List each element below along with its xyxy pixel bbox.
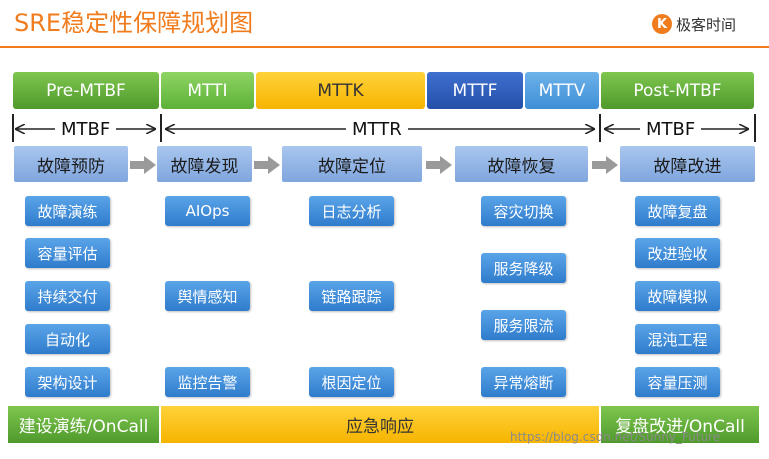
- header-pre-mtbf: Pre-MTBF: [13, 72, 159, 109]
- span-divider: [599, 114, 601, 142]
- phase-arrow-icon: [130, 156, 156, 174]
- phase-prevent: 故障预防: [14, 146, 128, 182]
- span-divider: [160, 114, 162, 142]
- item-prevent-architecture: 架构设计: [25, 367, 110, 397]
- span-divider: [754, 114, 756, 142]
- span-label-mtbf-pre: MTBF: [55, 117, 117, 143]
- logo-mark-icon: K: [652, 14, 672, 34]
- item-improve-acceptance: 改进验收: [635, 238, 720, 268]
- header-mttf: MTTF: [427, 72, 523, 109]
- span-divider: [12, 114, 14, 142]
- phase-discover: 故障发现: [157, 146, 252, 182]
- footer-review-oncall: 复盘改进/OnCall: [601, 406, 759, 443]
- footer-emergency: 应急响应: [161, 406, 599, 443]
- item-locate-rootcause: 根因定位: [309, 367, 394, 397]
- item-prevent-drill: 故障演练: [25, 196, 110, 226]
- phase-arrow-icon: [254, 156, 280, 174]
- item-improve-chaos: 混沌工程: [635, 324, 720, 354]
- item-improve-postmortem: 故障复盘: [635, 196, 720, 226]
- title-divider: [0, 46, 769, 48]
- phase-locate: 故障定位: [282, 146, 422, 182]
- phase-arrow-icon: [592, 156, 618, 174]
- item-locate-trace: 链路跟踪: [309, 281, 394, 311]
- phase-arrow-icon: [426, 156, 452, 174]
- header-mtti: MTTI: [161, 72, 254, 109]
- header-post-mtbf: Post-MTBF: [601, 72, 754, 109]
- item-prevent-delivery: 持续交付: [25, 281, 110, 311]
- item-improve-simulation: 故障模拟: [635, 281, 720, 311]
- footer-build-oncall: 建设演练/OnCall: [8, 406, 159, 443]
- span-labels: MTBF MTTR MTBF: [0, 117, 769, 143]
- item-recover-failover: 容灾切换: [481, 196, 566, 226]
- item-discover-sentiment: 舆情感知: [165, 281, 250, 311]
- phase-improve: 故障改进: [620, 146, 755, 182]
- item-improve-stress: 容量压测: [635, 367, 720, 397]
- span-label-mtbf-post: MTBF: [640, 117, 702, 143]
- watermark: https://blog.csdn.net/Sunny_Future: [510, 430, 721, 444]
- item-discover-aiops: AIOps: [165, 196, 250, 226]
- item-prevent-capacity: 容量评估: [25, 238, 110, 268]
- page-title: SRE稳定性保障规划图: [14, 9, 254, 37]
- item-discover-alerting: 监控告警: [165, 367, 250, 397]
- item-recover-ratelimit: 服务限流: [481, 310, 566, 340]
- brand-logo: K 极客时间: [652, 12, 736, 36]
- item-locate-logs: 日志分析: [309, 196, 394, 226]
- header-mttv: MTTV: [525, 72, 599, 109]
- span-label-mttr: MTTR: [346, 117, 408, 143]
- header-mttk: MTTK: [256, 72, 425, 109]
- item-recover-circuit: 异常熔断: [481, 367, 566, 397]
- logo-text: 极客时间: [676, 15, 737, 34]
- phase-recover: 故障恢复: [455, 146, 588, 182]
- item-prevent-automation: 自动化: [25, 324, 110, 354]
- item-recover-degrade: 服务降级: [481, 253, 566, 283]
